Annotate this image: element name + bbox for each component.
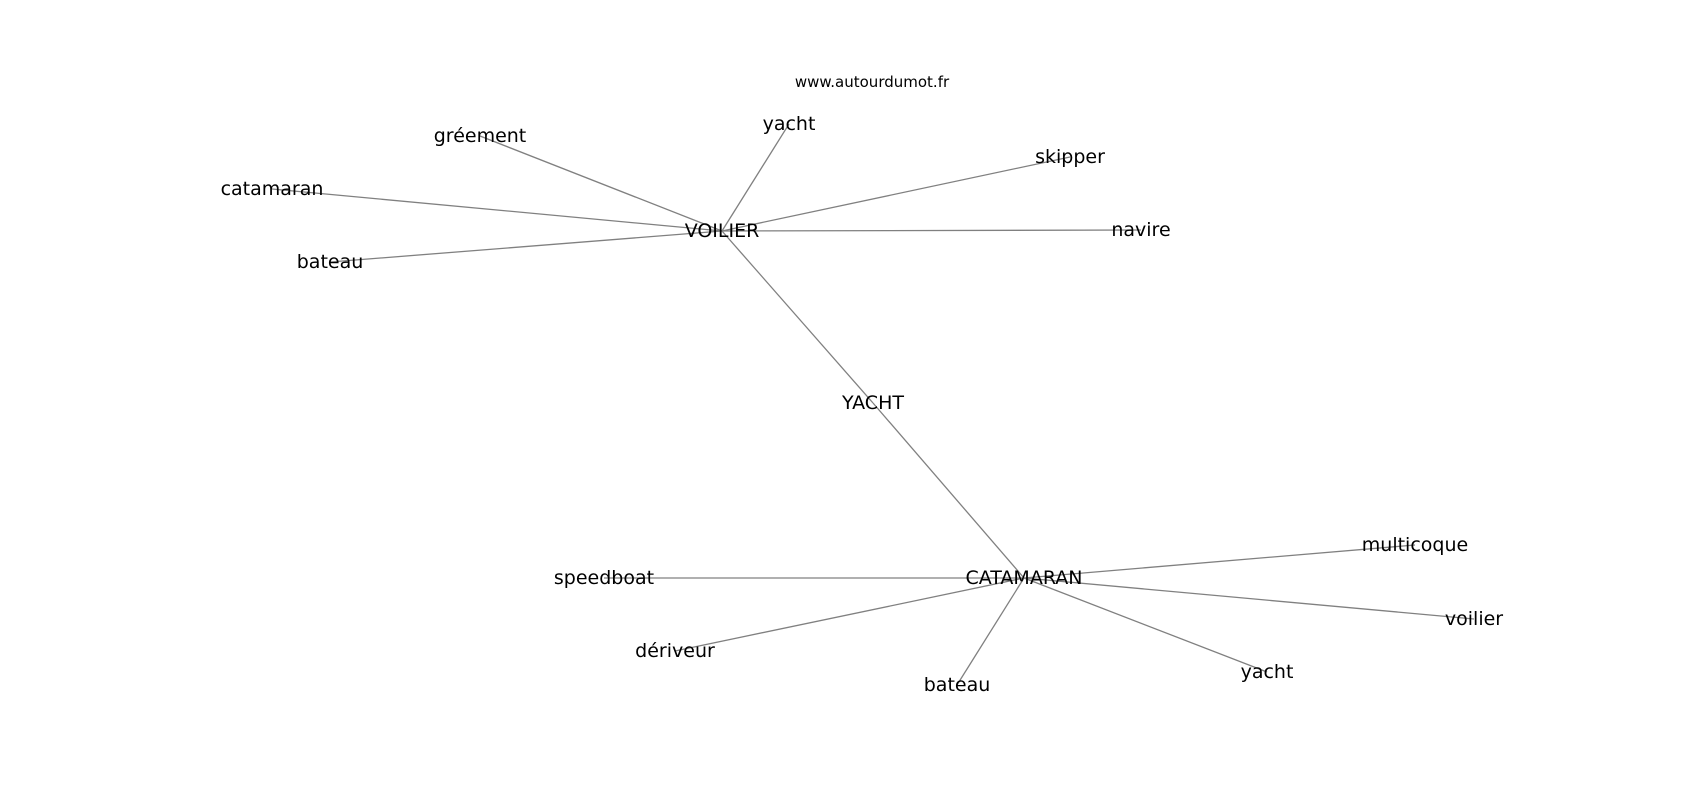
edge-voilier_hub-v_bateau	[329, 230, 723, 263]
edge-catamaran_hub-c_bateau	[956, 577, 1025, 686]
edge-catamaran_hub-c_deriveur	[674, 577, 1025, 652]
edge-voilier_hub-v_catamaran	[271, 188, 723, 232]
edge-voilier_hub-v_yacht	[721, 123, 790, 232]
edge-catamaran_hub-c_yacht	[1023, 577, 1268, 673]
edge-voilier_hub-v_skipper	[721, 156, 1071, 232]
node-catamaran_hub[interactable]: CATAMARAN	[966, 567, 1083, 589]
node-v_catamaran[interactable]: catamaran	[221, 178, 324, 200]
node-c_speedboat[interactable]: speedboat	[554, 567, 654, 589]
edge-catamaran_hub-c_voilier	[1023, 577, 1475, 620]
node-yacht_center[interactable]: YACHT	[841, 392, 904, 414]
node-v_bateau[interactable]: bateau	[297, 251, 364, 273]
node-v_yacht[interactable]: yacht	[763, 113, 816, 135]
edge-yacht_center-catamaran_hub	[872, 402, 1025, 579]
node-v_greement[interactable]: gréement	[434, 125, 527, 147]
node-c_voilier[interactable]: voilier	[1445, 608, 1503, 630]
node-c_bateau[interactable]: bateau	[924, 674, 991, 696]
node-voilier_hub[interactable]: VOILIER	[685, 220, 760, 242]
edge-voilier_hub-v_greement	[479, 135, 723, 232]
node-v_skipper[interactable]: skipper	[1035, 146, 1105, 168]
node-c_deriveur[interactable]: dériveur	[635, 640, 715, 662]
node-v_navire[interactable]: navire	[1111, 219, 1170, 241]
graph-nodes: VOILIER YACHT CATAMARAN gréement yacht skippe…	[221, 113, 1504, 696]
node-c_yacht[interactable]: yacht	[1241, 661, 1294, 683]
node-c_multicoque[interactable]: multicoque	[1362, 534, 1468, 556]
edge-voilier_hub-yacht_center	[721, 230, 874, 404]
source-url[interactable]: www.autourdumot.fr	[795, 73, 950, 91]
edge-catamaran_hub-c_multicoque	[1023, 544, 1416, 579]
edge-voilier_hub-v_navire	[721, 229, 1142, 232]
graph-edges	[271, 123, 1475, 686]
